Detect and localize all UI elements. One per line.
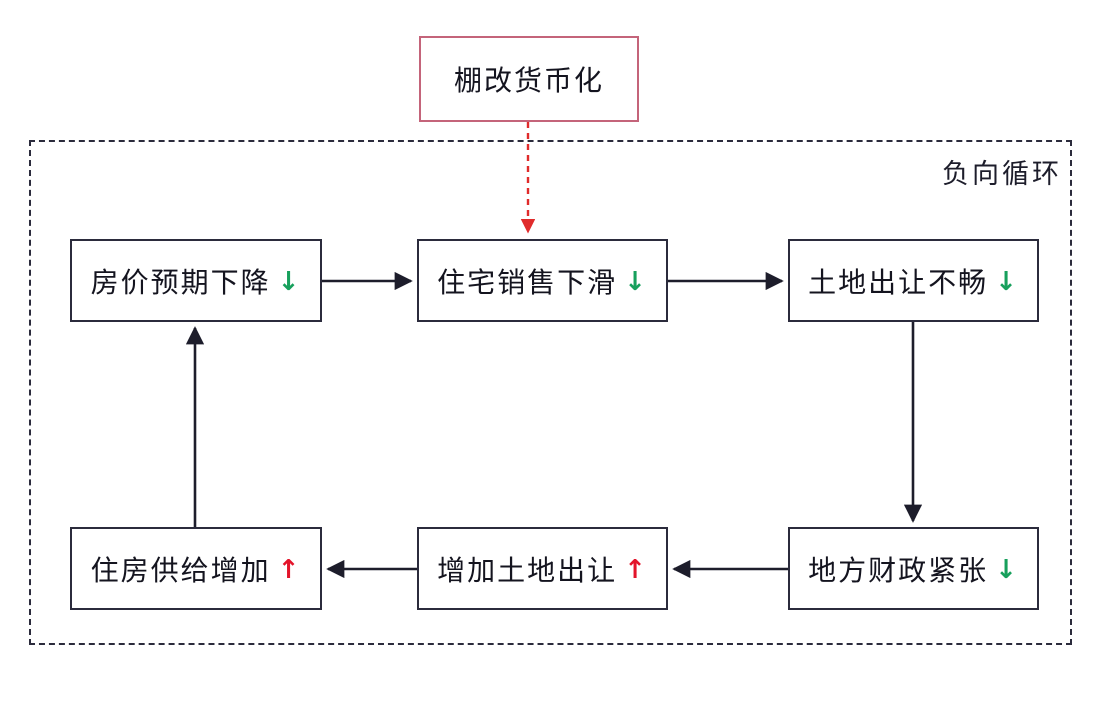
node-sales-label: 住宅销售下滑 ↓ [437, 261, 648, 301]
node-morelandsale-label: 增加土地出让 ↑ [437, 549, 648, 589]
node-land-transfer-blocked[interactable]: 土地出让不畅 ↓ [788, 239, 1039, 322]
down-arrow-icon: ↓ [995, 554, 1019, 585]
node-policy-label: 棚改货币化 [454, 59, 604, 99]
node-policy-monetized-shantytown[interactable]: 棚改货币化 [419, 36, 639, 122]
down-arrow-icon: ↓ [995, 266, 1019, 297]
up-arrow-icon: ↑ [277, 554, 302, 585]
node-residential-sales-decline[interactable]: 住宅销售下滑 ↓ [417, 239, 668, 322]
node-fiscal-text: 地方财政紧张 [808, 555, 989, 587]
node-sales-text: 住宅销售下滑 [437, 267, 618, 299]
node-housing-price-expectation-down[interactable]: 房价预期下降 ↓ [70, 239, 322, 322]
node-policy-text: 棚改货币化 [453, 66, 604, 97]
up-arrow-icon: ↑ [624, 554, 648, 585]
node-supply-text: 住房供给增加 [90, 555, 271, 587]
down-arrow-icon: ↓ [624, 266, 648, 297]
negative-cycle-label: 负向循环 [942, 159, 1062, 189]
node-landsale-label: 土地出让不畅 ↓ [808, 261, 1019, 301]
node-price-text: 房价预期下降 [90, 267, 271, 299]
node-morelandsale-text: 增加土地出让 [437, 555, 618, 587]
negative-cycle-container [29, 140, 1072, 645]
node-housing-supply-increase[interactable]: 住房供给增加 ↑ [70, 527, 322, 610]
node-landsale-text: 土地出让不畅 [808, 267, 989, 299]
node-price-label: 房价预期下降 ↓ [91, 261, 302, 301]
node-supply-label: 住房供给增加 ↑ [91, 549, 302, 589]
node-fiscal-label: 地方财政紧张 ↓ [808, 549, 1019, 589]
node-increase-land-transfer[interactable]: 增加土地出让 ↑ [417, 527, 668, 610]
down-arrow-icon: ↓ [277, 266, 302, 297]
node-local-fiscal-strain[interactable]: 地方财政紧张 ↓ [788, 527, 1039, 610]
